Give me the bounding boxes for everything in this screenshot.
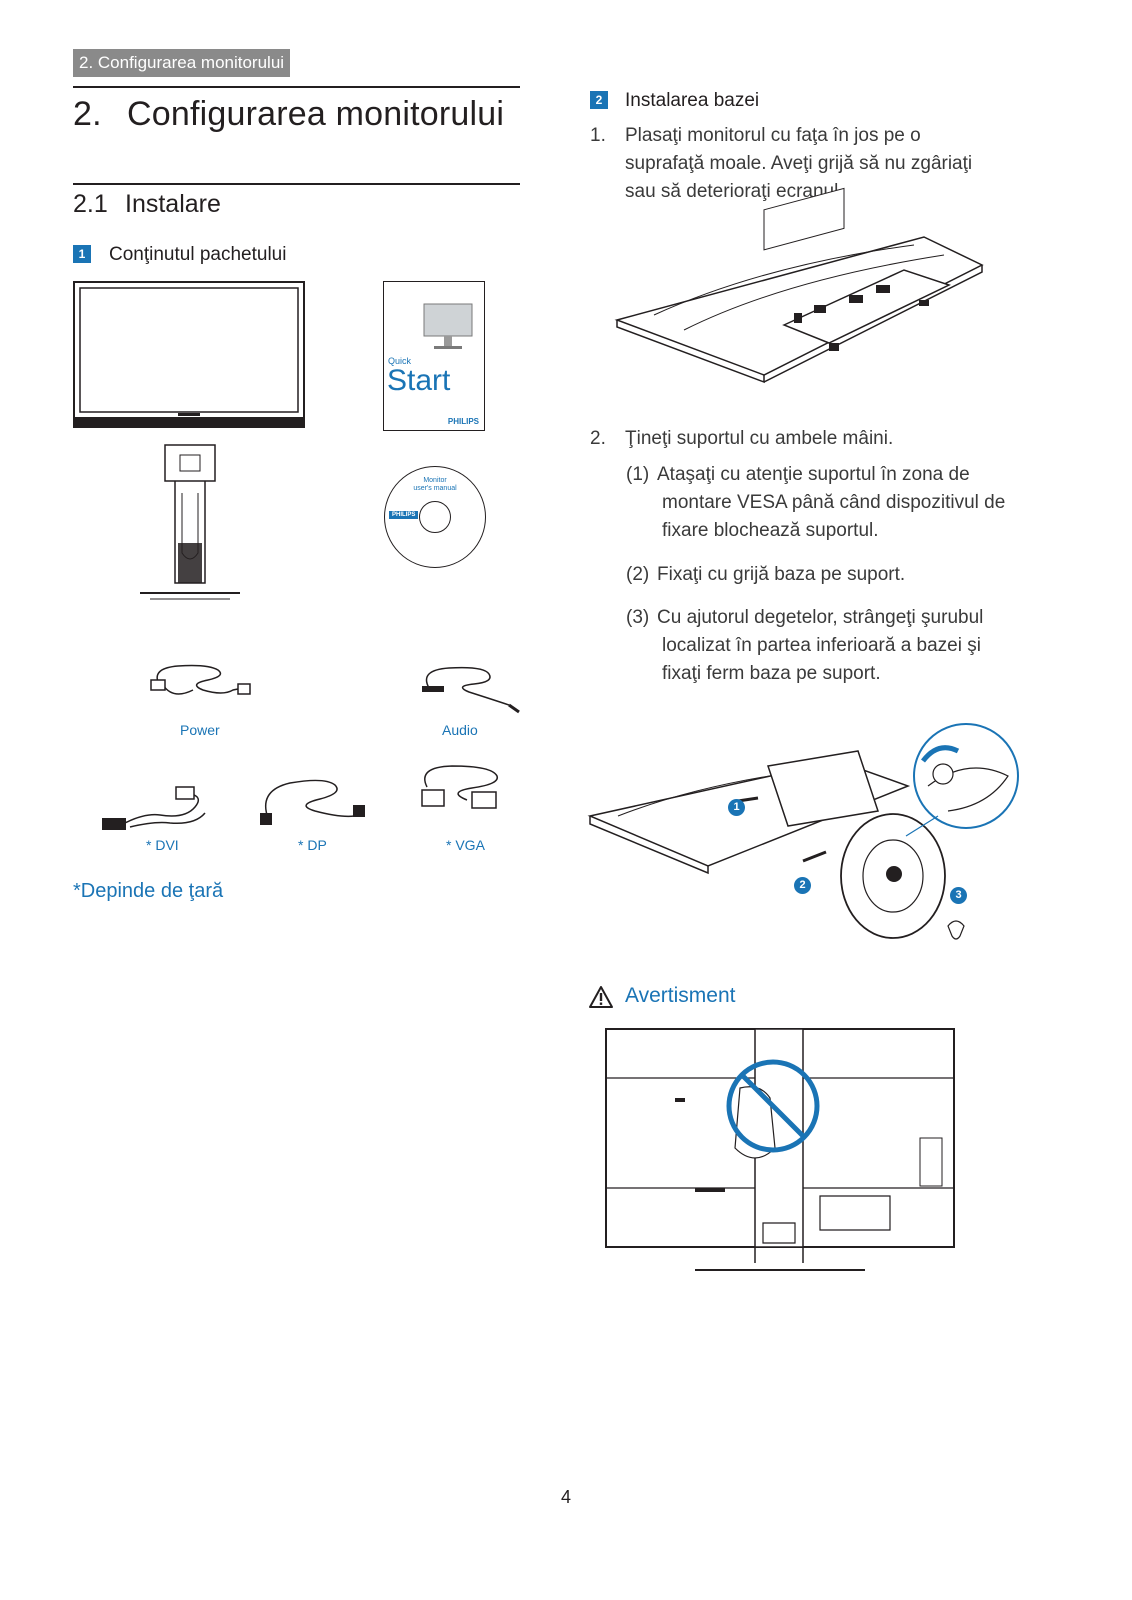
- dp-cable-icon: [260, 775, 365, 825]
- instruction-1: 1. Plasaţi monitorul cu faţa în jos pe o…: [590, 122, 1050, 212]
- cd-line1: Monitor: [423, 477, 447, 484]
- substep-3-number: (3): [626, 607, 650, 628]
- callout-2: 2: [794, 877, 811, 894]
- chapter-number: 2.: [73, 95, 102, 133]
- caption-vga: * VGA: [446, 837, 485, 853]
- cd-line2: user's manual: [413, 485, 457, 492]
- substep-1-line2: montare VESA până când dispozitivul de: [662, 492, 1006, 513]
- power-cable-icon: [148, 660, 258, 715]
- step1-badge: 1: [73, 245, 91, 263]
- step2-title: Instalarea bazei: [625, 90, 760, 111]
- instruction-2: 2. Ţineţi suportul cu ambele mâini.: [590, 425, 1050, 455]
- cd-hole: [419, 501, 451, 533]
- vga-cable-icon: [412, 762, 524, 822]
- instruction-1-line2: suprafaţă moale. Aveţi grijă să nu zgâri…: [625, 153, 973, 174]
- chapter-rule: [73, 86, 520, 88]
- caption-dvi: * DVI: [146, 837, 179, 853]
- section-title-text: Instalare: [125, 190, 221, 218]
- substep-2-line1: Fixaţi cu grijă baza pe suport.: [657, 564, 906, 585]
- substep-1-line3: fixare blochează suportul.: [662, 520, 879, 541]
- step2-badge: 2: [590, 91, 608, 109]
- booklet-monitor-image: [422, 302, 474, 349]
- warning-icon: [589, 986, 613, 1008]
- base-assembly-illustration: [588, 716, 1028, 946]
- substep-2-number: (2): [626, 564, 650, 585]
- cd-disc: Monitor user's manual PHILIPS: [384, 466, 486, 568]
- instruction-2-line1: Ţineţi suportul cu ambele mâini.: [625, 428, 894, 449]
- section-rule: [73, 183, 520, 185]
- chapter-title-text: Configurarea monitorului: [127, 95, 505, 133]
- substep-2: (2) Fixaţi cu grijă baza pe suport.: [626, 561, 1046, 591]
- page-number: 4: [560, 1487, 571, 1507]
- caption-dp: * DP: [298, 837, 327, 853]
- substep-3-line3: fixaţi ferm baza pe suport.: [662, 663, 881, 684]
- substep-3-line2: localizat în partea inferioară a bazei ş…: [662, 635, 981, 656]
- cd-brand: PHILIPS: [389, 511, 419, 519]
- substep-3-line1: Cu ajutorul degetelor, strângeţi şurubul: [657, 607, 984, 628]
- callout-3: 3: [950, 887, 967, 904]
- quick-start-booklet: Quick Start PHILIPS: [383, 281, 485, 431]
- booklet-start: Start: [387, 364, 451, 397]
- chapter-title: 2. Configurarea monitorului: [73, 92, 504, 136]
- warning-title: Avertisment: [625, 984, 736, 1007]
- substep-3: (3) Cu ajutorul degetelor, strângeţi şur…: [626, 604, 1046, 694]
- caption-audio: Audio: [442, 722, 478, 738]
- substep-1-number: (1): [626, 464, 650, 485]
- monitor-facedown-illustration: [614, 225, 984, 385]
- instruction-2-number: 2.: [590, 428, 606, 449]
- running-header: 2. Configurarea monitorului: [73, 49, 291, 77]
- country-note: *Depinde de ţară: [73, 880, 224, 902]
- caption-power: Power: [180, 722, 220, 738]
- do-not-lift-illustration: [605, 1028, 955, 1278]
- booklet-brand: PHILIPS: [447, 417, 479, 426]
- section-title: 2.1 Instalare: [73, 188, 221, 220]
- step1-title: Conţinutul pachetului: [109, 244, 287, 265]
- substep-1-line1: Ataşaţi cu atenţie suportul în zona de: [657, 464, 970, 485]
- stand-illustration: [140, 443, 240, 603]
- substep-1: (1) Ataşaţi cu atenţie suportul în zona …: [626, 461, 1046, 551]
- booklet-quick: Quick: [388, 356, 412, 366]
- instruction-1-number: 1.: [590, 125, 606, 146]
- instruction-1-line1: Plasaţi monitorul cu faţa în jos pe o: [625, 125, 921, 146]
- monitor-front-illustration: [73, 281, 305, 431]
- audio-cable-icon: [422, 660, 524, 715]
- dvi-cable-icon: [102, 785, 215, 830]
- instruction-1-line3: sau să deterioraţi ecranul.: [625, 181, 844, 202]
- section-number: 2.1: [73, 190, 108, 218]
- callout-1: 1: [728, 799, 745, 816]
